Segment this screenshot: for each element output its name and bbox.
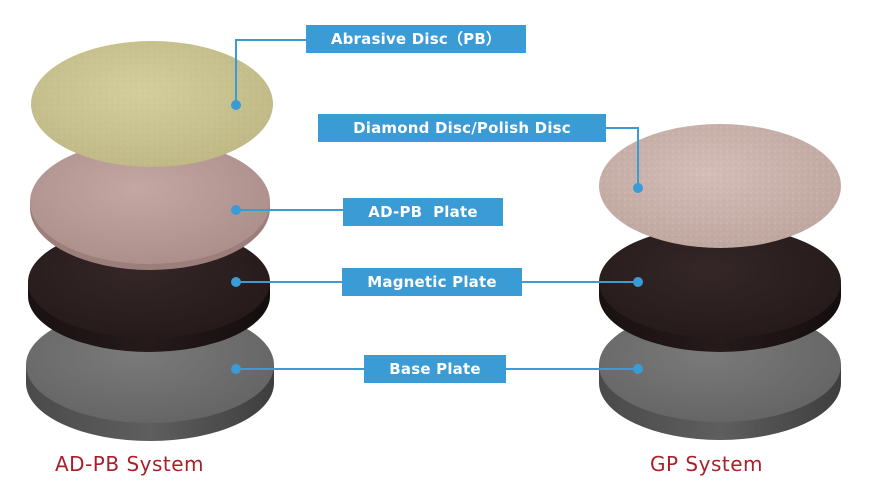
- abrasive-disc-shape: [31, 41, 273, 167]
- base-plate-left-dot: [231, 364, 241, 374]
- adpb-plate-label: AD-PB Plate: [343, 198, 503, 226]
- diamond-disc-dot: [633, 183, 643, 193]
- adpb-system-title: AD-PB System: [55, 452, 205, 476]
- magnetic-plate-right-dot: [633, 277, 643, 287]
- adpb-plate-shape: [30, 140, 270, 270]
- gp-magnetic-plate-shape: [599, 226, 841, 352]
- abrasive-disc-leader: [235, 39, 308, 105]
- magnetic-plate-left-dot: [231, 277, 241, 287]
- abrasive-disc-label: Abrasive Disc（PB）: [306, 25, 526, 53]
- magnetic-plate-label: Magnetic Plate: [342, 268, 522, 296]
- adpb-plate-dot: [231, 205, 241, 215]
- gp-system-title: GP System: [650, 452, 763, 476]
- abrasive-disc-dot: [231, 100, 241, 110]
- diamond-disc-shape: [599, 124, 841, 248]
- base-plate-label: Base Plate: [364, 355, 506, 383]
- base-plate-right-dot: [633, 364, 643, 374]
- diamond-disc-leader: [606, 127, 639, 188]
- diamond-disc-label: Diamond Disc/Polish Disc: [318, 114, 606, 142]
